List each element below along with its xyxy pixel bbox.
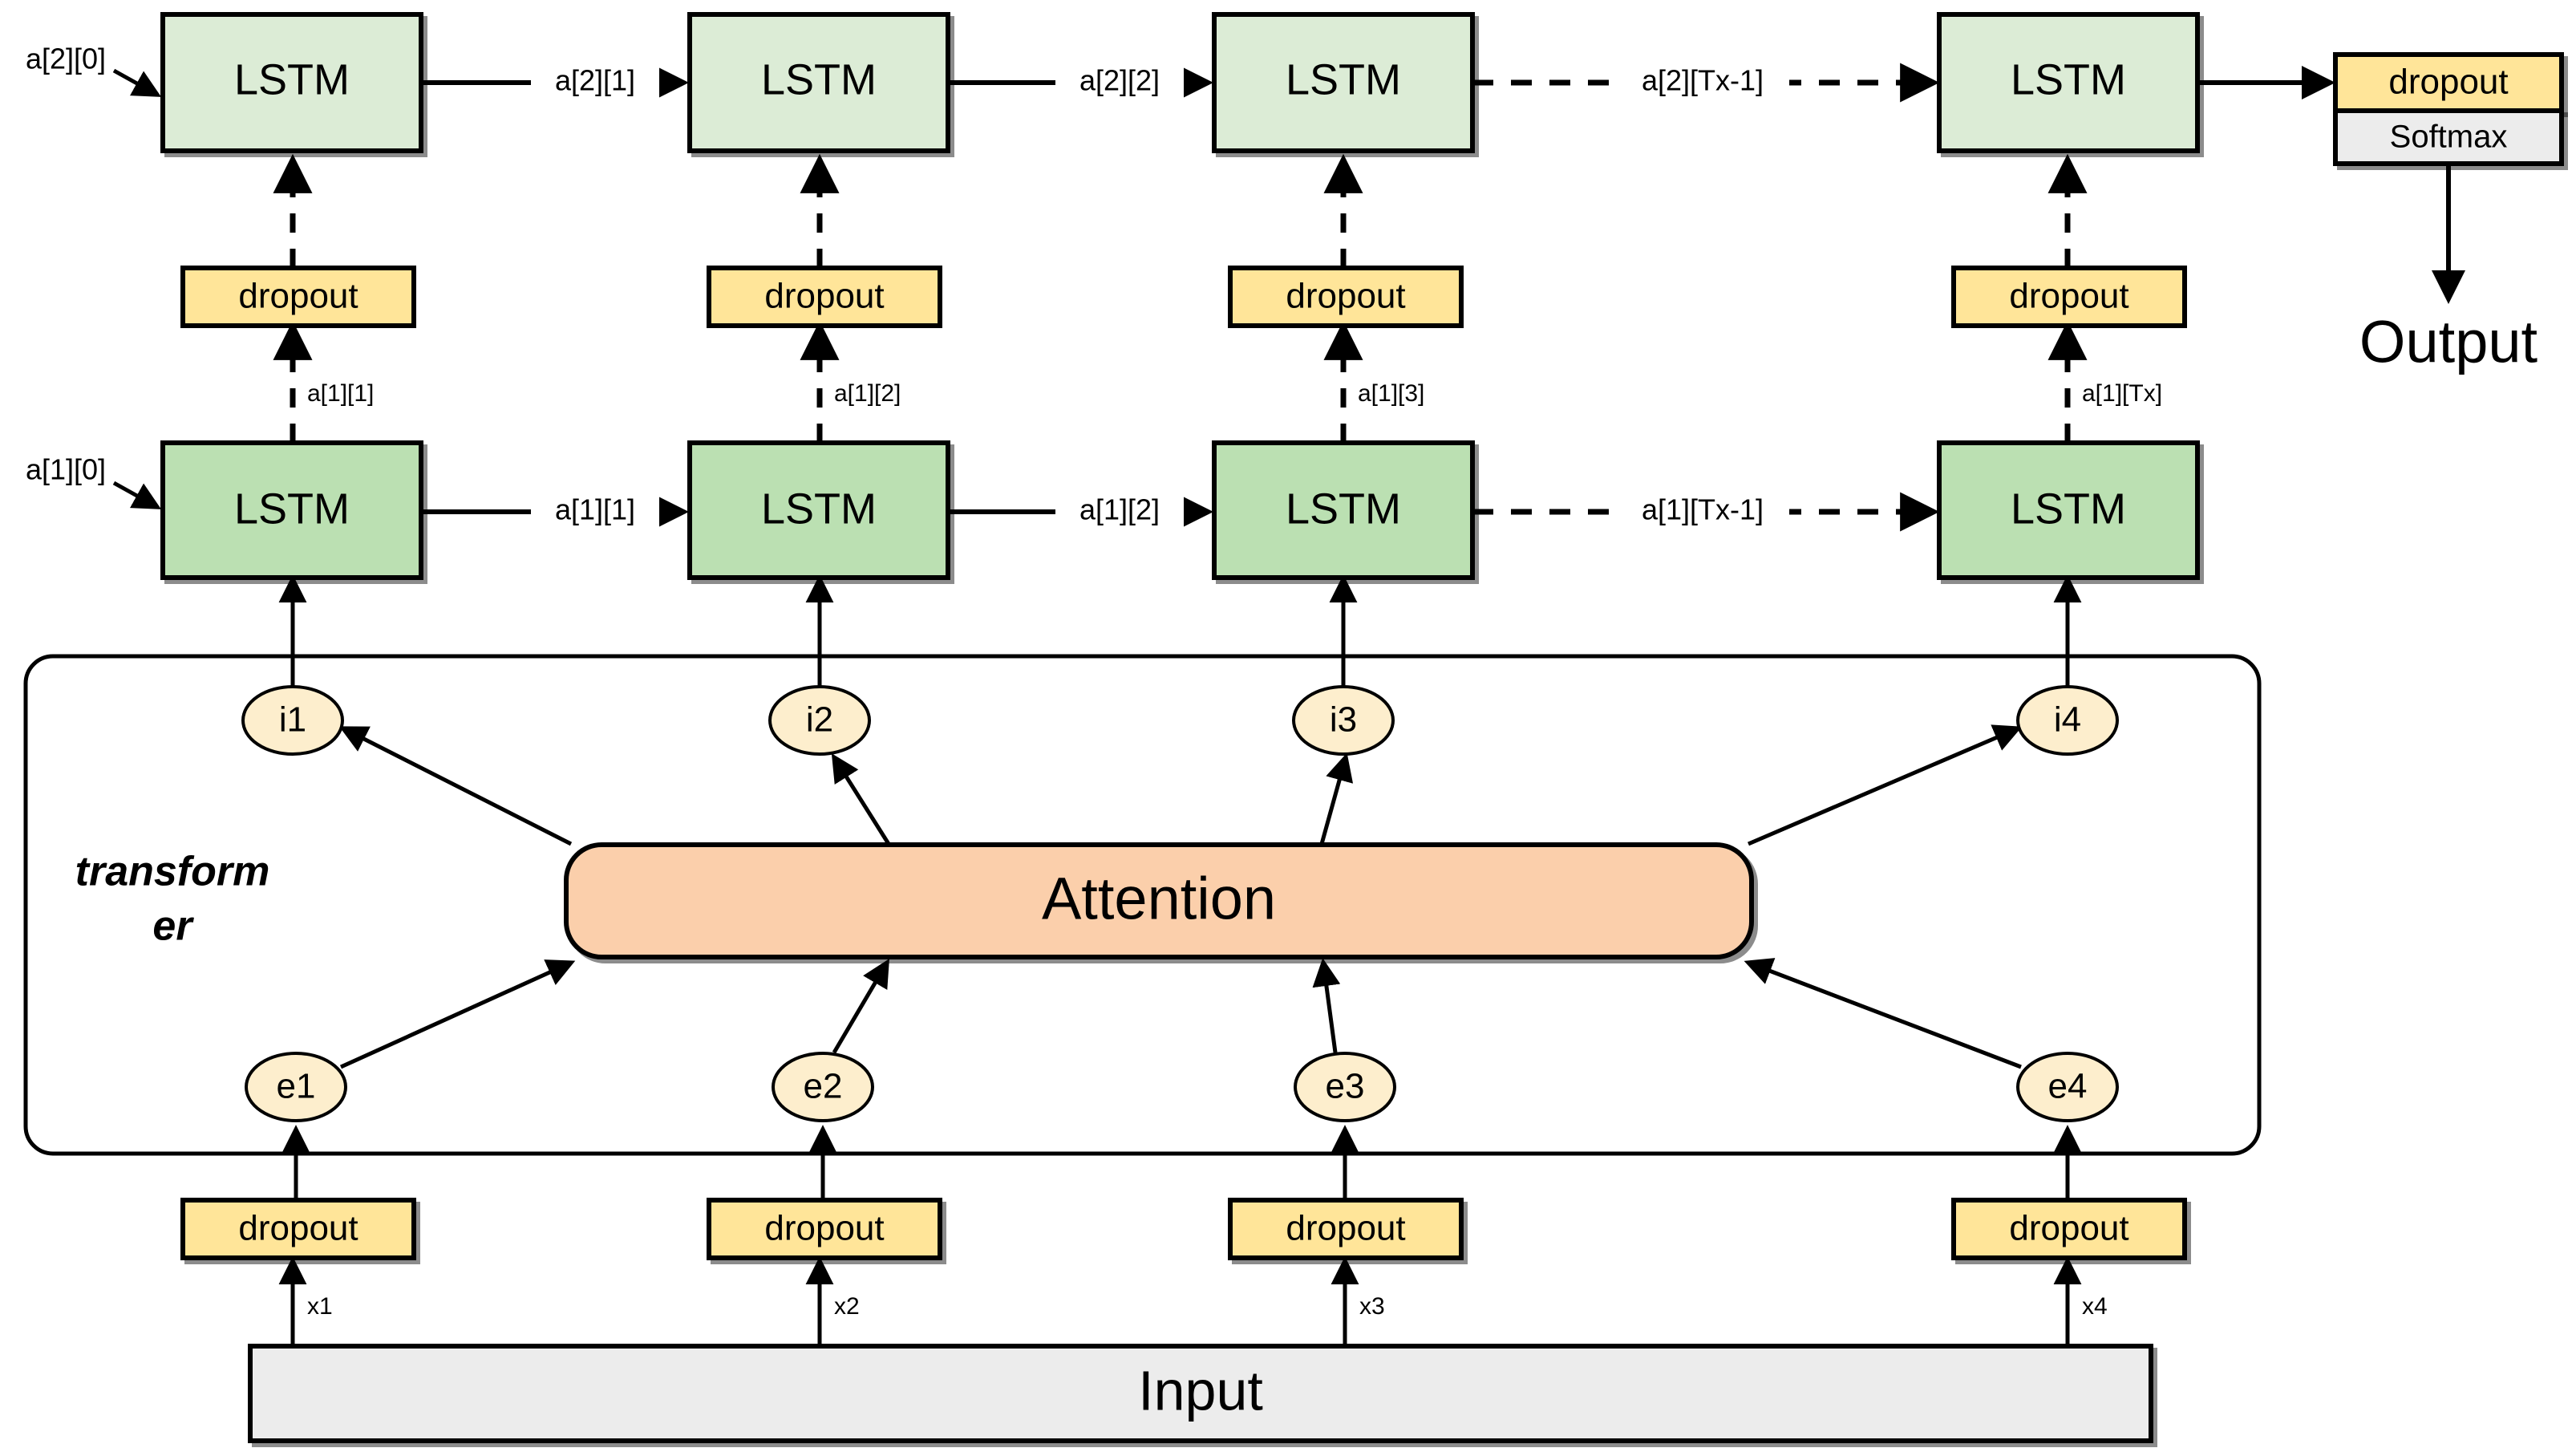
edge-label-a2-1: a[2][1] xyxy=(555,64,635,97)
edge-label-a2-0: a[2][0] xyxy=(26,43,106,75)
node-i1-label: i1 xyxy=(279,700,306,740)
node-e4 xyxy=(2016,1052,2119,1122)
dropout-label-mid-2: dropout xyxy=(764,277,884,316)
edge-label-a1-2: a[1][2] xyxy=(1079,493,1160,526)
attention-block xyxy=(564,842,1754,959)
edge-label-a2-tx-1: a[2][Tx-1] xyxy=(1642,64,1764,97)
edge-label-bg-a2-1 xyxy=(531,63,659,104)
edge-label-bg-a2-2 xyxy=(1055,63,1184,104)
lstm-label-top-1: LSTM xyxy=(234,55,350,103)
edge-e3-to-attention xyxy=(1312,958,1341,1053)
edge-label-bg-a1-1 xyxy=(531,492,659,533)
edge-e1-to-attention xyxy=(339,959,576,1069)
edge-label-x4: x4 xyxy=(2082,1293,2108,1320)
dropout-label-mid-4: dropout xyxy=(2009,277,2128,316)
lstm-label-top-2: LSTM xyxy=(761,55,877,103)
dropout-label-bottom-4: dropout xyxy=(2009,1209,2128,1248)
node-i3-label: i3 xyxy=(1330,700,1357,740)
lstm-label-bottom-4: LSTM xyxy=(2011,485,2126,533)
node-e3 xyxy=(1294,1052,1396,1122)
lstm-label-top-4: LSTM xyxy=(2011,55,2126,103)
input-label: Input xyxy=(1138,1359,1263,1422)
edge-e4-to-attention xyxy=(1744,958,2022,1069)
edge-label-a1-1: a[1][1] xyxy=(555,493,635,526)
dropout-label-bottom-1: dropout xyxy=(238,1209,358,1248)
transformer-label-line2: er xyxy=(152,903,194,950)
transformer-label-line1: transform xyxy=(75,849,270,895)
dropout-label-mid-3: dropout xyxy=(1286,277,1405,316)
output-dropout-label: dropout xyxy=(2388,63,2508,102)
input-bar xyxy=(248,1344,2153,1443)
lstm-label-bottom-1: LSTM xyxy=(234,485,350,533)
dropout-box-mid-3 xyxy=(1228,266,1464,328)
edge-init-a1-0 xyxy=(112,481,162,509)
dropout-label-bottom-3: dropout xyxy=(1286,1209,1405,1248)
dropout-label-bottom-2: dropout xyxy=(764,1209,884,1248)
edge-init-a2-0 xyxy=(112,68,162,97)
edge-label-a1-tx-vert: a[1][Tx] xyxy=(2082,380,2162,407)
edge-label-a2-2: a[2][2] xyxy=(1079,64,1160,97)
edge-label-x2: x2 xyxy=(834,1293,860,1320)
lstm-label-top-3: LSTM xyxy=(1286,55,1401,103)
node-e1 xyxy=(245,1052,347,1122)
node-e2-label: e2 xyxy=(804,1067,843,1106)
edge-label-bg-a1-tx xyxy=(1616,492,1789,533)
node-e2 xyxy=(772,1052,874,1122)
lstm-box-bottom-1 xyxy=(160,440,423,580)
node-i4-label: i4 xyxy=(2054,700,2081,740)
lstm-box-bottom-3 xyxy=(1212,440,1475,580)
node-i2-label: i2 xyxy=(806,700,833,740)
edge-attention-to-i4 xyxy=(1748,724,2023,846)
lstm-box-top-3 xyxy=(1212,12,1475,153)
edge-label-bg-a2-tx xyxy=(1616,63,1789,104)
edge-label-x3: x3 xyxy=(1359,1293,1385,1320)
softmax-label: Softmax xyxy=(2390,120,2508,155)
edge-label-a1-0: a[1][0] xyxy=(26,453,106,486)
softmax-box xyxy=(2333,108,2564,166)
output-label: Output xyxy=(2359,309,2538,375)
lstm-box-top-1 xyxy=(160,12,423,153)
dropout-box-bottom-1 xyxy=(180,1198,416,1260)
dropout-label-mid-1: dropout xyxy=(238,277,358,316)
edge-label-a1-1-vert: a[1][1] xyxy=(307,380,374,407)
transformer-container xyxy=(23,654,2262,1156)
dropout-box-mid-2 xyxy=(707,266,942,328)
edge-label-a1-2-vert: a[1][2] xyxy=(834,380,901,407)
attention-label: Attention xyxy=(1042,866,1276,932)
dropout-box-bottom-4 xyxy=(1951,1198,2187,1260)
dropout-box-mid-1 xyxy=(180,266,416,328)
edge-label-x1: x1 xyxy=(307,1293,333,1320)
lstm-label-bottom-2: LSTM xyxy=(761,485,877,533)
edge-attention-to-i1 xyxy=(338,726,573,846)
node-e3-label: e3 xyxy=(1326,1067,1365,1106)
lstm-box-top-4 xyxy=(1937,12,2200,153)
node-e4-label: e4 xyxy=(2048,1067,2088,1106)
edge-label-bg-a1-2 xyxy=(1055,492,1184,533)
edge-label-a1-3-vert: a[1][3] xyxy=(1358,380,1424,407)
edge-attention-to-i2 xyxy=(831,753,891,846)
edge-e2-to-attention xyxy=(832,958,889,1054)
lstm-label-bottom-3: LSTM xyxy=(1286,485,1401,533)
edge-label-a1-tx-1: a[1][Tx-1] xyxy=(1642,493,1764,526)
node-e1-label: e1 xyxy=(277,1067,316,1106)
output-dropout-box xyxy=(2333,52,2564,113)
edge-attention-to-i3 xyxy=(1319,752,1354,845)
